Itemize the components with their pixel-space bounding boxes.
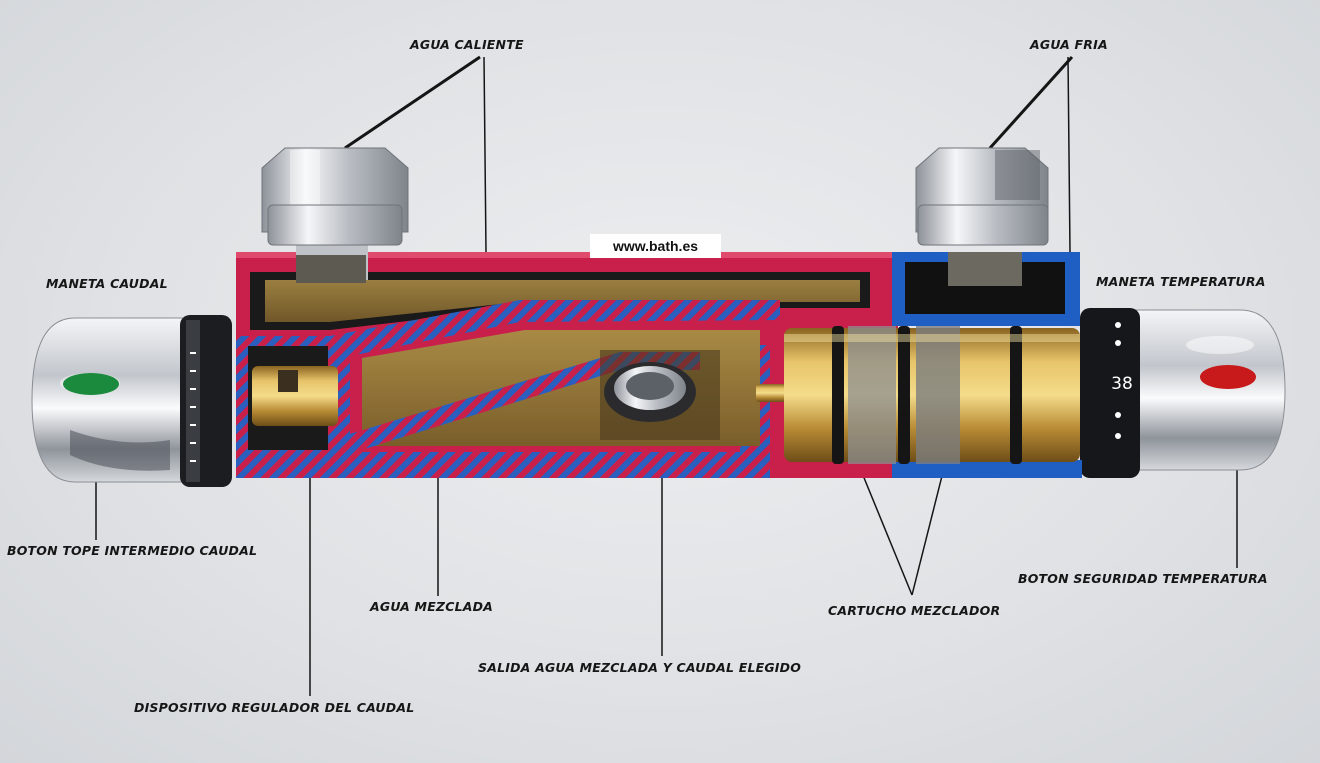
label-dispositivo-regulador: DISPOSITIVO REGULADOR DEL CAUDAL [134,700,415,715]
label-cartucho-mezclador: CARTUCHO MEZCLADOR [828,603,1001,618]
watermark-url: www.bath.es [590,234,721,258]
mixing-cartridge [784,326,1080,464]
temperature-handle [1134,309,1286,471]
cold-water-inlet-nut [915,147,1049,286]
label-agua-caliente: AGUA CALIENTE [410,37,524,52]
flow-dial-ring [180,315,232,487]
outlet-fitting [604,362,696,422]
flow-handle [31,317,191,483]
temperature-dial-ring: 38 [1080,308,1140,478]
label-agua-fria: AGUA FRIA [1030,37,1108,52]
label-boton-tope: BOTON TOPE INTERMEDIO CAUDAL [7,543,258,558]
label-salida-agua: SALIDA AGUA MEZCLADA Y CAUDAL ELEGIDO [478,660,802,675]
temperature-dial-value: 38 [1111,374,1133,394]
hot-water-inlet-nut [261,147,409,283]
label-boton-seguridad: BOTON SEGURIDAD TEMPERATURA [1018,571,1268,586]
label-maneta-temperatura: MANETA TEMPERATURA [1096,274,1266,289]
green-button-icon [63,373,119,395]
flow-regulator [248,346,338,450]
label-agua-mezclada: AGUA MEZCLADA [370,599,494,614]
mixed-water-walls [236,300,780,478]
red-button-icon [1200,365,1256,389]
label-maneta-caudal: MANETA CAUDAL [46,276,168,291]
